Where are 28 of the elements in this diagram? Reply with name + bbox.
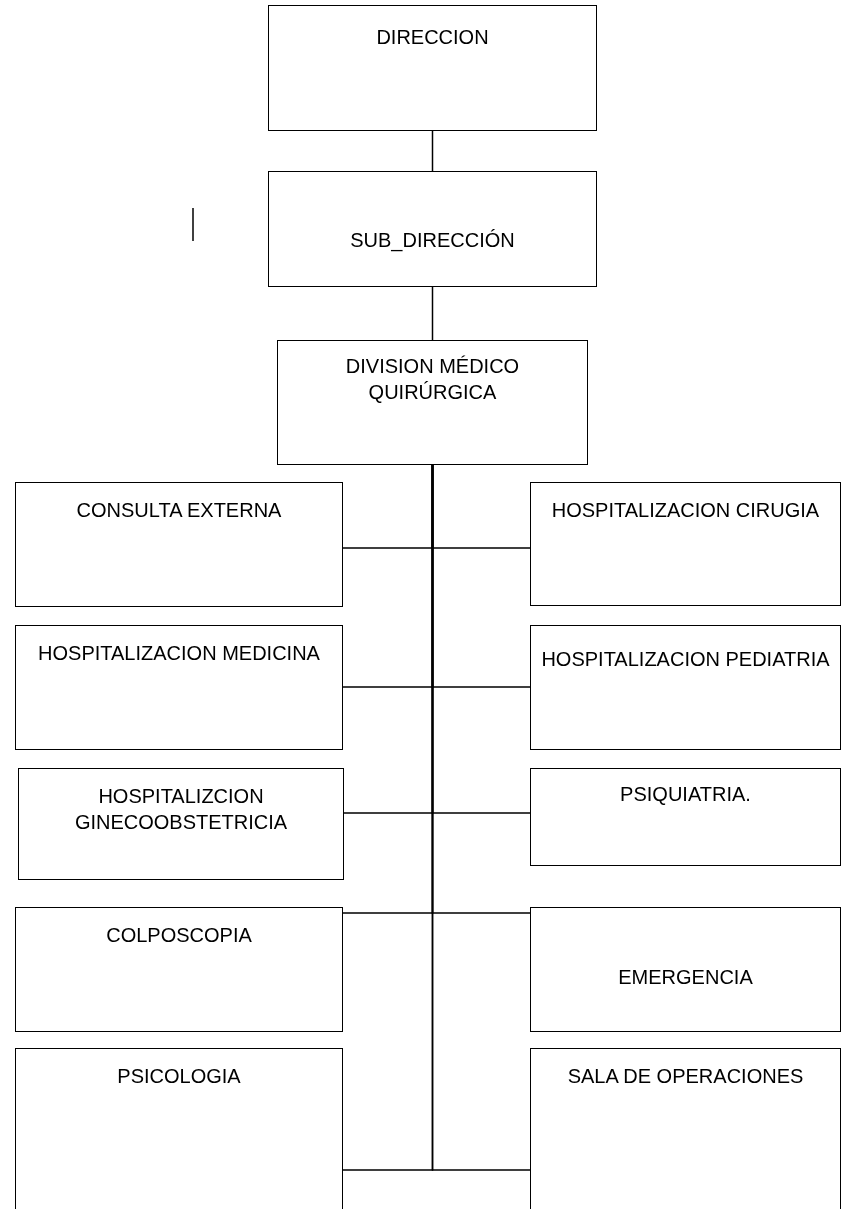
org-box <box>268 5 597 131</box>
box-label: HOSPITALIZACION CIRUGIA <box>551 498 820 523</box>
org-box <box>530 907 841 1032</box>
connector-line <box>431 130 434 172</box>
org-box <box>277 340 588 465</box>
org-box <box>530 482 841 606</box>
org-box <box>268 171 597 287</box>
box-label: DIVISION MÉDICO QUIRÚRGICA <box>344 354 521 405</box>
box-label: DIRECCION <box>376 25 489 50</box>
box-label: SALA DE OPERACIONES <box>567 1064 804 1089</box>
org-box <box>15 907 343 1032</box>
org-box <box>530 768 841 866</box>
box-label: COLPOSCOPIA <box>106 923 252 948</box>
org-box <box>15 625 343 750</box>
box-label: HOSPITALIZCION GINECOOBSTETRICIA <box>73 784 289 835</box>
connector-line <box>431 286 434 341</box>
box-label: SUB_DIRECCIÓN <box>350 228 515 253</box>
org-box <box>15 1048 343 1209</box>
org-box <box>530 625 841 750</box>
box-label: PSIQUIATRIA. <box>620 782 751 807</box>
box-label: CONSULTA EXTERNA <box>76 498 282 523</box>
org-box <box>15 482 343 607</box>
box-label: HOSPITALIZACION MEDICINA <box>38 641 320 666</box>
org-box <box>530 1048 841 1209</box>
box-label: PSICOLOGIA <box>117 1064 241 1089</box>
box-label: HOSPITALIZACION PEDIATRIA <box>541 647 830 672</box>
org-box <box>18 768 344 880</box>
box-label: EMERGENCIA <box>618 965 753 990</box>
